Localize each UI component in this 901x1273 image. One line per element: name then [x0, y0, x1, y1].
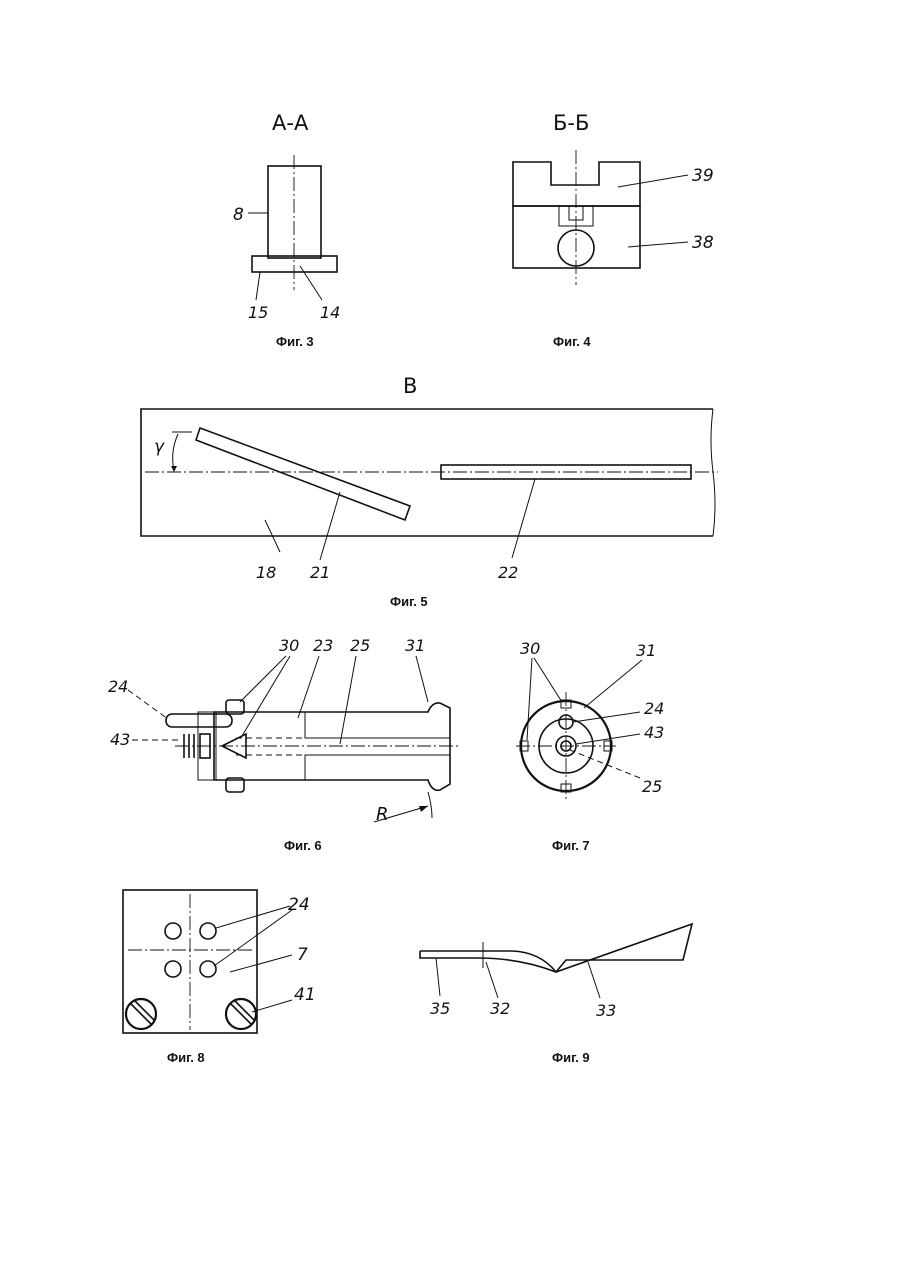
- fig6-leader-30b: [242, 656, 290, 736]
- fig4-lower-block: [513, 206, 640, 268]
- figure-3: А-А 8 15 14 Фиг. 3: [233, 111, 340, 349]
- fig7-label-30: 30: [520, 639, 540, 658]
- fig9-label-32: 32: [490, 999, 510, 1018]
- fig3-caption: Фиг. 3: [276, 334, 314, 349]
- fig7-leader-30b: [534, 658, 562, 702]
- fig3-leader-14: [300, 266, 322, 300]
- fig7-label-43: 43: [644, 723, 664, 742]
- fig8-hole-4: [200, 961, 216, 977]
- fig6-pin: [166, 714, 232, 727]
- fig4-caption: Фиг. 4: [553, 334, 591, 349]
- fig6-label-24: 24: [108, 677, 128, 696]
- fig6-leader-23: [298, 656, 319, 718]
- fig6-label-30: 30: [279, 636, 299, 655]
- fig6-radius-arrow: [419, 806, 428, 812]
- fig6-label-31: 31: [405, 636, 425, 655]
- fig7-leader-24: [573, 712, 640, 722]
- fig8-leader-24a: [216, 906, 290, 928]
- fig6-section-lower: [305, 755, 450, 790]
- fig3-label-14: 14: [320, 303, 340, 322]
- fig5-caption: Фиг. 5: [390, 594, 428, 609]
- fig4-leader-39: [618, 175, 688, 187]
- fig5-label-22: 22: [498, 563, 518, 582]
- fig7-leader-31: [584, 660, 642, 708]
- fig8-leader-24b: [214, 910, 292, 966]
- fig5-angle-symbol: γ: [154, 437, 165, 457]
- fig5-label-18: 18: [256, 563, 276, 582]
- fig9-label-33: 33: [596, 1001, 616, 1020]
- fig6-label-23: 23: [313, 636, 333, 655]
- figure-9: 35 32 33 Фиг. 9: [420, 924, 692, 1065]
- fig8-caption: Фиг. 8: [167, 1050, 205, 1065]
- fig6-leader-30a: [240, 656, 286, 702]
- fig5-angle-arc: [173, 434, 178, 470]
- fig3-leader-15: [256, 272, 260, 300]
- fig6-label-25: 25: [350, 636, 370, 655]
- fig3-label-15: 15: [248, 303, 268, 322]
- fig9-leader-32: [486, 962, 498, 998]
- fig8-screw-right: [226, 999, 256, 1029]
- figure-6: 30 23 25 31 24 43 R Фиг. 6: [108, 636, 460, 853]
- figure-4: Б-Б 39 38 Фиг. 4: [513, 111, 714, 349]
- fig9-leader-35: [436, 958, 440, 996]
- fig5-break-line: [711, 409, 715, 536]
- fig6-label-43: 43: [110, 730, 130, 749]
- fig9-leader-33: [588, 962, 600, 998]
- fig3-section-label: А-А: [272, 111, 309, 135]
- fig4-label-38: 38: [692, 233, 714, 253]
- fig7-label-24: 24: [644, 699, 664, 718]
- fig8-hole-3: [165, 961, 181, 977]
- fig8-hole-2: [200, 923, 216, 939]
- fig5-leader-22: [512, 479, 535, 558]
- fig9-label-35: 35: [430, 999, 450, 1018]
- fig5-view-label: В: [403, 374, 417, 398]
- fig4-label-39: 39: [692, 166, 714, 186]
- fig8-leader-7: [230, 955, 292, 972]
- fig5-leader-21: [320, 492, 340, 560]
- fig8-leader-41: [252, 1000, 292, 1012]
- fig6-section-upper: [305, 703, 450, 738]
- fig6-body-outline: [214, 703, 450, 790]
- figure-8: 24 7 41 Фиг. 8: [123, 890, 316, 1065]
- fig8-label-7: 7: [297, 945, 308, 965]
- fig7-label-31: 31: [636, 641, 656, 660]
- fig6-caption: Фиг. 6: [284, 838, 322, 853]
- fig7-leader-30a: [527, 658, 532, 740]
- fig7-leader-43: [576, 734, 640, 744]
- fig9-caption: Фиг. 9: [552, 1050, 590, 1065]
- fig3-post: [268, 166, 321, 258]
- fig8-label-41: 41: [294, 985, 316, 1005]
- fig6-leader-24: [128, 690, 168, 719]
- fig8-label-24: 24: [288, 895, 310, 915]
- fig6-radius-arc: [428, 792, 432, 818]
- fig6-label-R: R: [376, 804, 389, 825]
- fig5-plate-outline: [141, 409, 713, 536]
- fig5-label-21: 21: [310, 563, 330, 582]
- fig7-leader-25: [570, 750, 640, 778]
- figure-5: В γ 18 21 22 Фиг. 5: [141, 374, 718, 609]
- figure-7: 30 31 24 43 25 Фиг. 7: [516, 639, 664, 853]
- fig6-leader-31: [416, 656, 428, 702]
- fig8-screw-left: [126, 999, 156, 1029]
- fig4-upper-block: [513, 162, 640, 206]
- fig9-blade-outer: [420, 924, 692, 972]
- fig5-angle-arrow: [171, 466, 177, 472]
- fig4-leader-38: [628, 242, 688, 247]
- fig7-caption: Фиг. 7: [552, 838, 590, 853]
- fig8-hole-1: [165, 923, 181, 939]
- fig7-label-25: 25: [642, 777, 662, 796]
- fig4-section-label: Б-Б: [553, 111, 589, 135]
- fig3-label-8: 8: [233, 205, 244, 225]
- fig6-leader-25: [340, 656, 356, 744]
- fig5-inclined-groove: [196, 428, 410, 520]
